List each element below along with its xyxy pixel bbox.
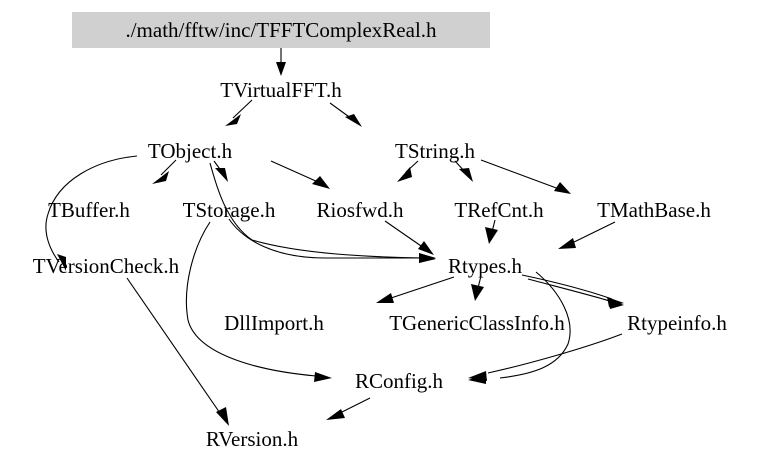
node-labels-layer: ./math/fftw/inc/TFFTComplexReal.hTVirtua… [33,18,728,451]
arrowhead-tobject-to-tbuffer [152,171,169,184]
arrowhead-tstorage-to-rtypes [419,253,436,263]
arrowhead-tobject-to-riosfwd [312,176,330,189]
arrowhead-tstring-to-trefcnt [459,168,473,182]
arrowhead-rconfig-to-rversion [326,409,345,420]
edge-rtypes-to-rconfig [499,271,571,379]
edge-tstorage-to-rconfig [185,221,317,377]
arrowhead-root-to-tvirtualfft [276,62,286,76]
node-label-trefcnt[interactable]: TRefCnt.h [454,198,544,222]
arrowhead-tstorage-to-rconfig [314,372,332,382]
arrowhead-tvirtualfft-to-tobject [225,114,241,126]
node-label-rversion[interactable]: RVersion.h [206,427,299,451]
edge-rtypes-to-dllimport [387,276,455,300]
edge-rconfig-to-rversion [337,397,371,415]
edge-riosfwd-to-rtypes [384,220,425,249]
node-label-rconfig[interactable]: RConfig.h [355,369,444,393]
arrowhead-tstring-to-tmathbase [554,182,571,194]
arrowhead-tstring-to-riosfwd [397,167,412,182]
edge-tobject-to-tversioncheck [45,155,138,263]
arrowhead-rtypeinfo-to-rconfig [468,371,487,381]
node-label-tbuffer[interactable]: TBuffer.h [48,198,130,222]
node-label-riosfwd[interactable]: Riosfwd.h [317,198,404,222]
node-label-tobject[interactable]: TObject.h [148,139,233,163]
edge-tobject-to-riosfwd [270,160,319,183]
arrowhead-tobject-to-tversioncheck [57,254,66,271]
node-label-rtypeinfo[interactable]: Rtypeinfo.h [627,311,727,335]
arrowhead-rtypes-to-tgenericclassinfo [471,284,484,301]
node-label-tmathbase[interactable]: TMathBase.h [597,198,711,222]
arrowhead-rtypes-to-rtypeinfo-2 [608,299,624,309]
node-label-tstorage[interactable]: TStorage.h [183,198,276,222]
edge-tobject-to-rtypes [209,162,425,259]
node-boxes-layer [72,12,490,48]
edge-rtypes-to-rtypeinfo [521,274,613,300]
node-label-rtypes[interactable]: Rtypes.h [448,254,523,278]
node-label-dllimport[interactable]: DllImport.h [224,311,324,335]
arrowhead-tmathbase-to-rtypes [558,238,576,249]
arrowhead-tobject-to-tstorage [215,168,228,182]
arrowhead-riosfwd-to-rtypes [418,241,434,255]
node-label-tstring[interactable]: TString.h [395,139,475,163]
node-label-tversioncheck[interactable]: TVersionCheck.h [33,254,180,278]
edge-tversioncheck-to-rversion [126,277,223,417]
arrowhead-rtypes-to-dllimport [376,293,394,303]
edge-rtypeinfo-to-rconfig [487,333,623,374]
edge-tobject-to-tbuffer [160,159,177,176]
node-box-root [72,12,490,48]
arrowhead-tvirtualfft-to-tstring [345,114,362,127]
edge-tvirtualfft-to-tobject [232,99,253,119]
node-label-tgenericclassinfo[interactable]: TGenericClassInfo.h [389,311,565,335]
node-label-root[interactable]: ./math/fftw/inc/TFFTComplexReal.h [125,18,437,42]
edges-layer [45,48,624,426]
edge-tstring-to-tmathbase [480,159,560,190]
edge-tstorage-to-rtypes [228,218,424,259]
edge-tmathbase-to-rtypes [569,221,616,245]
edge-rtypes-to-rtypeinfo-2 [527,278,614,303]
arrowhead-trefcnt-to-rtypes [485,227,498,244]
arrowhead-tversioncheck-to-rversion [216,407,229,426]
node-label-tvirtualfft[interactable]: TVirtualFFT.h [220,78,342,102]
